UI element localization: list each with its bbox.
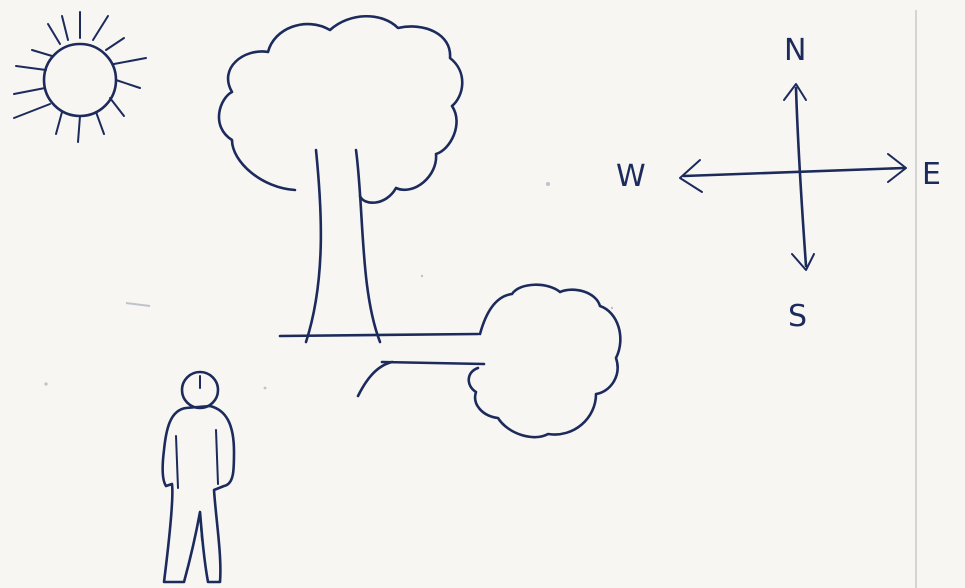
compass-we-axis (682, 166, 906, 178)
paper-marks (44, 182, 614, 390)
fallen-trunk-bottom (380, 360, 486, 366)
person-icon (161, 370, 236, 584)
person-body (161, 404, 236, 584)
tree-trunk-left (304, 148, 323, 344)
compass-arrow-south (791, 253, 815, 271)
fallen-canopy (467, 283, 622, 439)
fallen-root (356, 360, 394, 398)
compass-arrow-north (783, 83, 807, 101)
compass-label-south: S (788, 299, 807, 334)
compass-label-west: W (616, 159, 646, 194)
compass-arrow-east (887, 153, 907, 183)
fallen-tree-icon (356, 283, 622, 439)
compass-label-north: N (784, 33, 806, 68)
tree-trunk-right (354, 148, 382, 344)
tree-canopy (217, 14, 464, 204)
compass-label-east: E (922, 157, 941, 192)
compass-icon: N S W E (616, 33, 941, 334)
sun-icon (13, 11, 147, 143)
compass-arrow-west (679, 159, 703, 193)
tree-icon (217, 14, 480, 344)
compass-ns-axis (794, 86, 808, 268)
tree-base-line (278, 332, 480, 338)
